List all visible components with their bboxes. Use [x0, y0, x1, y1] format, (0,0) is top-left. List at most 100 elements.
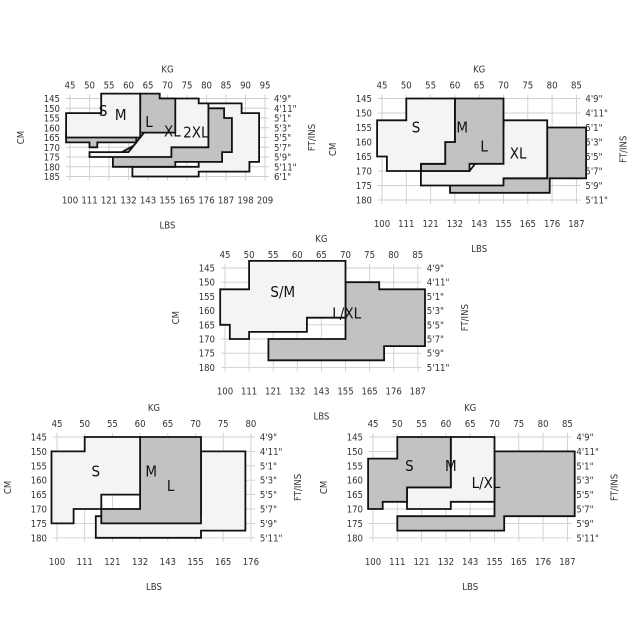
size-region-m — [100, 436, 202, 525]
ftin-tick-label: 5'3" — [427, 306, 444, 317]
cm-tick-label: 180 — [44, 162, 60, 173]
lbs-tick-label: 111 — [81, 196, 97, 207]
kg-tick-label: 50 — [79, 419, 90, 430]
cm-tick-label: 155 — [31, 461, 47, 472]
ftin-tick-label: 5'1" — [576, 461, 593, 472]
kg-tick-label: 85 — [412, 250, 423, 261]
lbs-tick-label: 100 — [365, 557, 381, 568]
size-label: S — [92, 463, 101, 481]
lbs-tick-label: 165 — [179, 196, 195, 207]
cm-tick-label: 180 — [356, 196, 372, 207]
bottom-axis-title: LBS — [313, 411, 329, 422]
kg-tick-label: 70 — [190, 419, 201, 430]
cm-tick-label: 145 — [44, 94, 60, 105]
lbs-tick-label: 121 — [104, 557, 120, 568]
kg-tick-label: 45 — [65, 81, 76, 92]
ftin-tick-label: 5'9" — [576, 519, 593, 530]
lbs-tick-label: 111 — [398, 219, 414, 230]
size-label: S/M — [270, 283, 295, 301]
bottom-axis-title: LBS — [146, 582, 162, 593]
lbs-tick-label: 187 — [410, 386, 426, 397]
lbs-tick-label: 209 — [257, 196, 273, 207]
kg-tick-label: 80 — [388, 250, 399, 261]
cm-tick-label: 145 — [356, 94, 372, 105]
ftin-tick-label: 5'9" — [427, 349, 444, 360]
kg-tick-label: 65 — [162, 419, 173, 430]
size-label: L — [145, 113, 153, 131]
ftin-tick-label: 4'11" — [585, 109, 608, 120]
left-axis-title: CM — [171, 311, 182, 324]
cm-tick-label: 155 — [356, 123, 372, 134]
ftin-tick-label: 6'1" — [274, 172, 291, 183]
left-axis-title: CM — [3, 481, 14, 494]
size-region-s — [65, 92, 142, 139]
top-axis-title: KG — [161, 65, 173, 76]
cm-tick-label: 160 — [347, 476, 363, 487]
kg-tick-label: 60 — [135, 419, 146, 430]
kg-tick-label: 85 — [562, 419, 573, 430]
kg-tick-label: 60 — [440, 419, 451, 430]
cm-tick-label: 180 — [347, 533, 363, 544]
lbs-tick-label: 165 — [361, 386, 377, 397]
cm-tick-label: 175 — [356, 181, 372, 192]
ftin-tick-label: 5'7" — [585, 167, 602, 178]
lbs-tick-label: 176 — [386, 386, 402, 397]
lbs-tick-label: 132 — [447, 219, 463, 230]
cm-tick-label: 165 — [356, 152, 372, 163]
ftin-tick-label: 4'9" — [427, 264, 444, 275]
cm-tick-label: 150 — [199, 278, 215, 289]
kg-tick-label: 80 — [245, 419, 256, 430]
ftin-tick-label: 4'9" — [260, 433, 277, 444]
kg-tick-label: 70 — [340, 250, 351, 261]
size-label: XL — [164, 123, 181, 141]
cm-tick-label: 165 — [347, 490, 363, 501]
top-axis-title: KG — [148, 403, 160, 414]
lbs-tick-label: 132 — [289, 386, 305, 397]
ftin-tick-label: 5'9" — [260, 519, 277, 530]
kg-tick-label: 80 — [547, 81, 558, 92]
kg-tick-label: 55 — [268, 250, 279, 261]
lbs-tick-label: 111 — [77, 557, 93, 568]
cm-tick-label: 160 — [199, 306, 215, 317]
ftin-tick-label: 5'7" — [427, 335, 444, 346]
ftin-tick-label: 5'3" — [585, 138, 602, 149]
ftin-tick-label: 5'1" — [274, 114, 291, 125]
kg-tick-label: 95 — [260, 81, 271, 92]
size-region-l-xl — [267, 281, 426, 362]
top-axis-title: KG — [315, 234, 327, 245]
kg-tick-label: 80 — [201, 81, 212, 92]
size-region-s — [367, 436, 452, 510]
kg-tick-label: 80 — [538, 419, 549, 430]
lbs-tick-label: 155 — [187, 557, 203, 568]
ftin-tick-label: 5'11" — [427, 363, 450, 374]
lbs-tick-label: 143 — [471, 219, 487, 230]
left-axis-title: CM — [16, 131, 27, 144]
ftin-tick-label: 5'5" — [576, 490, 593, 501]
cm-tick-label: 175 — [347, 519, 363, 530]
cm-tick-label: 175 — [44, 153, 60, 164]
lbs-tick-label: 100 — [217, 386, 233, 397]
lbs-tick-label: 176 — [198, 196, 214, 207]
size-region-s-m — [219, 259, 347, 340]
top-axis-title: KG — [464, 403, 476, 414]
ftin-tick-label: 4'11" — [260, 447, 283, 458]
ftin-tick-label: 5'7" — [260, 505, 277, 516]
ftin-tick-label: 5'9" — [585, 181, 602, 192]
size-label: M — [456, 119, 468, 137]
kg-tick-label: 45 — [220, 250, 231, 261]
lbs-tick-label: 143 — [140, 196, 156, 207]
left-axis-title: CM — [319, 481, 330, 494]
kg-tick-label: 75 — [364, 250, 375, 261]
kg-tick-label: 70 — [162, 81, 173, 92]
kg-tick-label: 50 — [244, 250, 255, 261]
lbs-tick-label: 155 — [337, 386, 353, 397]
kg-tick-label: 75 — [182, 81, 193, 92]
size-label: L/XL — [472, 474, 501, 492]
lbs-tick-label: 187 — [559, 557, 575, 568]
size-region-s — [50, 436, 142, 525]
cm-tick-label: 145 — [347, 433, 363, 444]
